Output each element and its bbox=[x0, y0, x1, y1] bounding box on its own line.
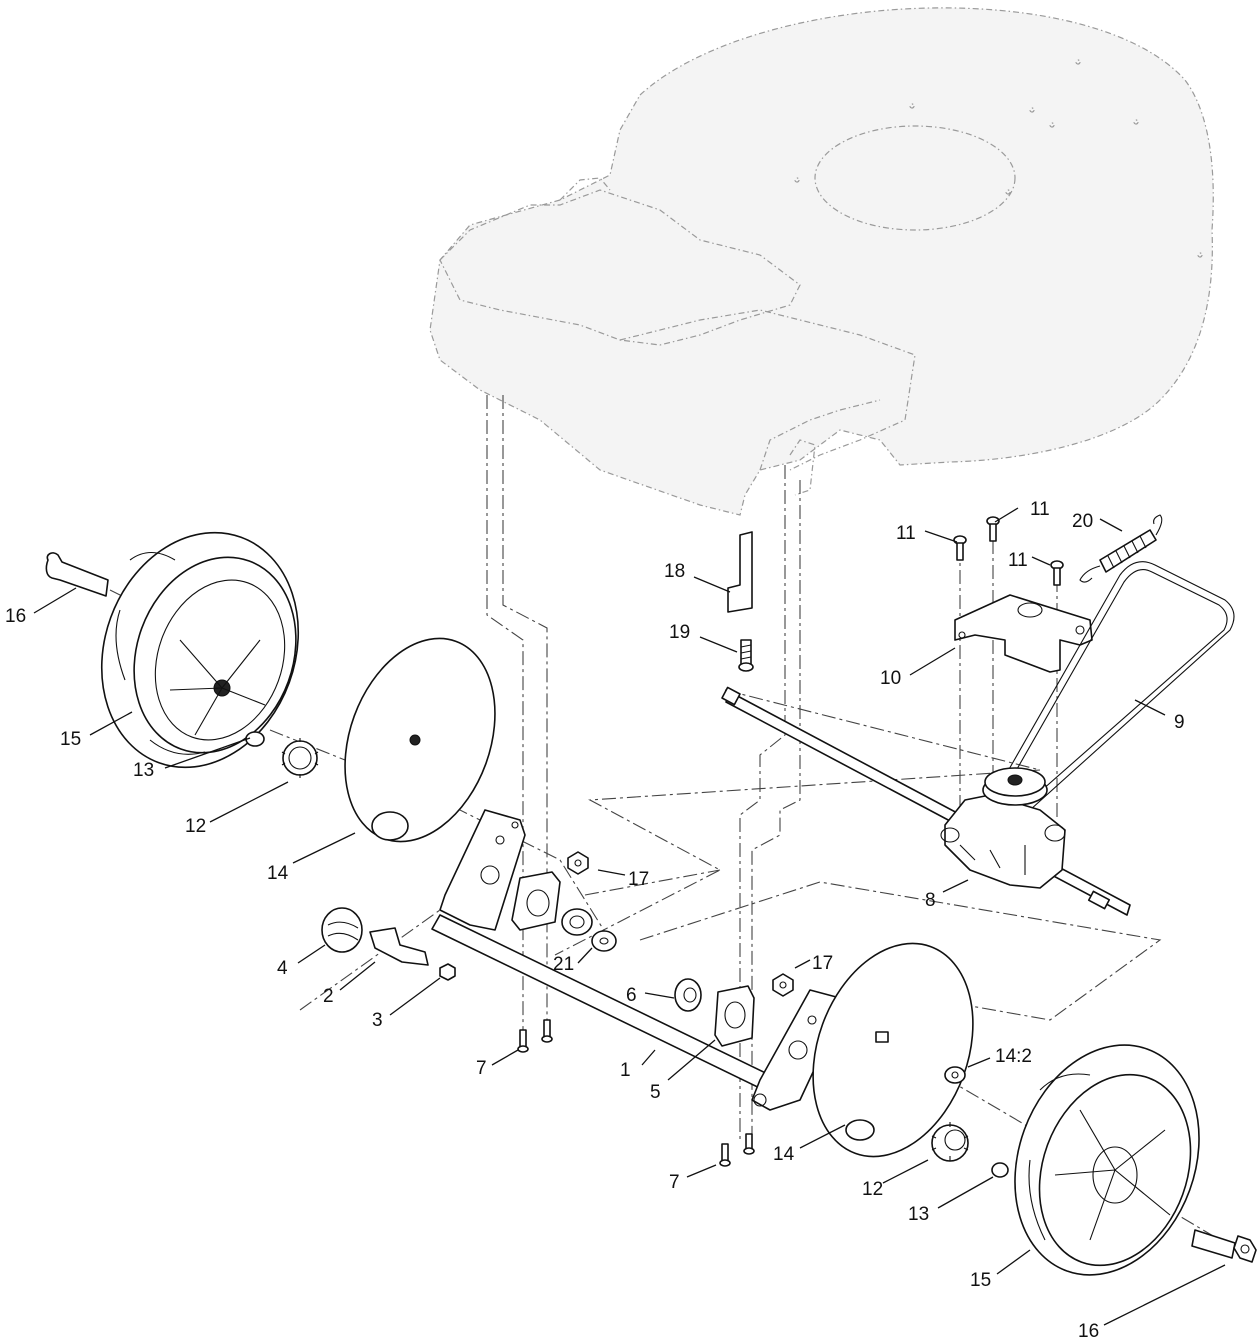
callout-3: 3 bbox=[372, 1010, 383, 1031]
callout-12-left: 12 bbox=[185, 816, 206, 837]
bearing-left bbox=[561, 908, 593, 936]
callout-labels: 16 15 13 12 14 17 21 4 2 3 7 1 5 6 17 7 … bbox=[5, 499, 1185, 1342]
screws-7-upper bbox=[517, 1019, 553, 1053]
callout-14-2: 14:2 bbox=[995, 1046, 1032, 1067]
callout-14-left: 14 bbox=[267, 863, 289, 884]
leader-lines bbox=[33, 507, 1226, 1326]
bearing-6 bbox=[674, 978, 702, 1012]
callout-14-right: 14 bbox=[773, 1144, 795, 1165]
drive-shaft bbox=[721, 686, 1131, 916]
wheel-left bbox=[100, 531, 300, 769]
callout-18: 18 bbox=[664, 561, 685, 582]
mower-deck-outline bbox=[429, 7, 1214, 516]
callout-16-right: 16 bbox=[1078, 1321, 1099, 1342]
adjuster-lever bbox=[369, 927, 429, 966]
callout-4: 4 bbox=[277, 958, 288, 979]
callout-2: 2 bbox=[323, 986, 334, 1007]
washer-21 bbox=[591, 930, 617, 952]
callout-11-b: 11 bbox=[1030, 499, 1050, 520]
callout-9: 9 bbox=[1174, 712, 1185, 733]
callout-11-a: 11 bbox=[896, 523, 916, 544]
wheel-right bbox=[1014, 1044, 1200, 1276]
pinion-gear-right bbox=[931, 1122, 969, 1162]
callout-12-right: 12 bbox=[862, 1179, 883, 1200]
callout-17-lower: 17 bbox=[812, 953, 833, 974]
callout-13-left: 13 bbox=[133, 760, 154, 781]
extension-spring-20 bbox=[1079, 514, 1163, 583]
callout-15-left: 15 bbox=[60, 729, 81, 750]
callout-19: 19 bbox=[669, 622, 690, 643]
callout-1: 1 bbox=[620, 1060, 631, 1081]
callout-20: 20 bbox=[1072, 511, 1093, 532]
callout-21: 21 bbox=[553, 954, 574, 975]
wheel-bolt-right bbox=[1191, 1229, 1257, 1263]
drive-belt-9 bbox=[999, 561, 1235, 811]
bushing-bracket-5 bbox=[714, 985, 755, 1047]
callout-13-right: 13 bbox=[908, 1204, 929, 1225]
callout-17-upper: 17 bbox=[628, 869, 649, 890]
callout-7-lower: 7 bbox=[669, 1172, 680, 1193]
nut-lower bbox=[772, 973, 794, 997]
washer-14-2 bbox=[944, 1066, 966, 1084]
callout-15-right: 15 bbox=[970, 1270, 991, 1291]
callout-5: 5 bbox=[650, 1082, 661, 1103]
bushing-bracket-left bbox=[511, 871, 561, 931]
retaining-ring-right bbox=[991, 1162, 1009, 1178]
screws-11 bbox=[953, 516, 1064, 586]
wheel-cover-left bbox=[344, 637, 496, 843]
screw-19 bbox=[738, 639, 754, 672]
callout-10: 10 bbox=[880, 668, 901, 689]
screw-3 bbox=[439, 963, 456, 981]
callout-11-c: 11 bbox=[1008, 550, 1028, 571]
wheel-bolt-left bbox=[45, 552, 109, 597]
pinion-gear-left bbox=[281, 738, 319, 778]
callout-8: 8 bbox=[925, 890, 936, 911]
adjuster-knob bbox=[321, 907, 363, 953]
nut-upper bbox=[567, 851, 589, 875]
transmission-bracket-10 bbox=[954, 594, 1093, 673]
callout-16-left: 16 bbox=[5, 606, 26, 627]
transmission-8 bbox=[940, 767, 1066, 889]
height-adjust-bracket-left bbox=[439, 809, 526, 931]
screws-7-lower bbox=[719, 1133, 755, 1167]
callout-7-upper: 7 bbox=[476, 1058, 487, 1079]
callout-6: 6 bbox=[626, 985, 637, 1006]
deflector-bracket-18 bbox=[727, 531, 753, 613]
